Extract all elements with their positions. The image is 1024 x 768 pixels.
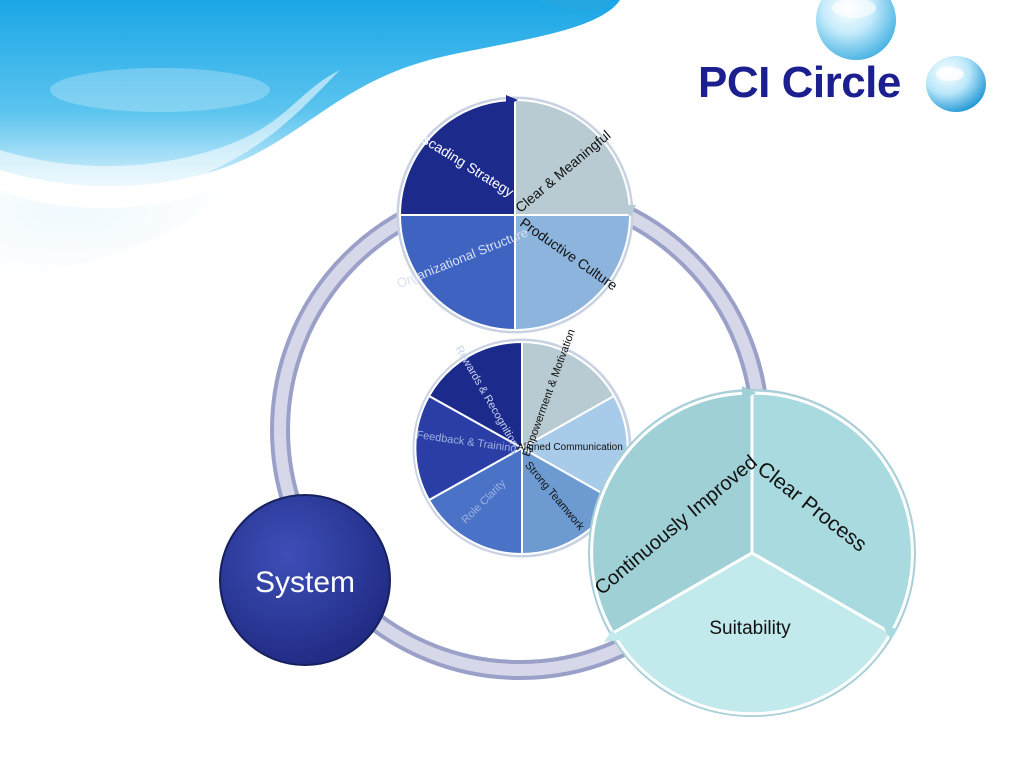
right-circle: Continuously Improved Clear Process Suit… <box>588 386 916 717</box>
top-circle: Cascading Strategy Clear & Meaningful Pr… <box>395 95 636 334</box>
segment-clear-process <box>750 391 914 636</box>
segment-clear-meaningful <box>514 98 632 216</box>
segment-role-clarity <box>427 446 523 556</box>
segment-suitability <box>610 551 894 716</box>
system-node: System <box>219 494 391 666</box>
label-suitability: Suitability <box>709 618 791 639</box>
segment-empowerment-motivation <box>521 340 616 450</box>
segment-continuously-improved <box>590 391 754 636</box>
segment-cascading-strategy <box>398 98 516 216</box>
label-aligned-communication: Aligned Communication <box>517 442 623 453</box>
slide-title: PCI Circle <box>698 58 901 107</box>
water-drop-icon <box>926 56 986 112</box>
segment-organizational-structure <box>398 214 516 332</box>
segment-feedback-training <box>414 394 525 502</box>
system-label: System <box>255 566 355 599</box>
segment-rewards-recognition <box>427 340 523 450</box>
middle-circle: Rewards & Recognition Empowerment & Moti… <box>412 328 632 558</box>
segment-productive-culture <box>514 214 632 332</box>
